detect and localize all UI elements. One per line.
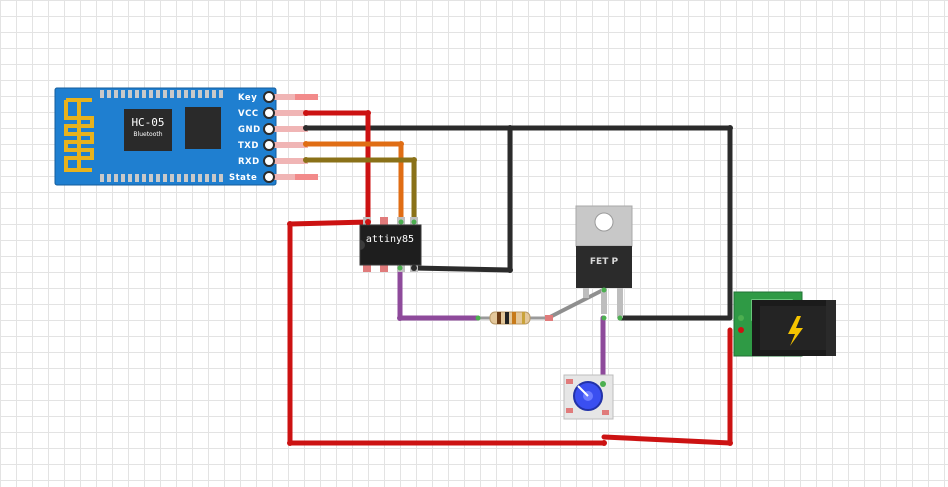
pin-label-state: State (229, 173, 257, 183)
wire-pwm[interactable] (397, 265, 481, 321)
hc05-chip (124, 109, 172, 151)
hc05-module[interactable]: HC-05 Bluetooth Key VCC GND TXD RXD Stat… (54, 87, 318, 186)
wire-gate[interactable] (546, 288, 605, 320)
pin-label-vcc: VCC (238, 109, 259, 119)
pin-label-txd: TXD (238, 141, 259, 151)
hc05-subtitle: Bluetooth (133, 131, 162, 138)
hc05-top-pads (100, 90, 223, 98)
fet-p-transistor[interactable]: FET P (575, 205, 633, 321)
fet-label: FET P (590, 257, 619, 267)
connection-nodes (287, 110, 733, 446)
hc05-name: HC-05 (131, 116, 164, 129)
potentiometer[interactable] (563, 374, 614, 420)
attiny85-label: attiny85 (366, 234, 414, 245)
resistor[interactable] (475, 311, 554, 325)
wire-rxd[interactable] (303, 157, 417, 225)
hc05-secondary-chip (185, 107, 221, 149)
pin-label-rxd: RXD (238, 157, 260, 167)
lightning-bolt-icon (788, 316, 803, 346)
antenna-trace (64, 98, 94, 172)
hc05-bottom-pads (100, 174, 223, 182)
pin-label-gnd: GND (238, 125, 261, 135)
dc-barrel-jack[interactable] (733, 291, 836, 357)
attiny85-chip[interactable]: attiny85 (359, 217, 422, 272)
hc05-header-pins[interactable] (263, 91, 318, 183)
pin-label-key: Key (238, 93, 257, 103)
wire-txd[interactable] (303, 141, 404, 225)
